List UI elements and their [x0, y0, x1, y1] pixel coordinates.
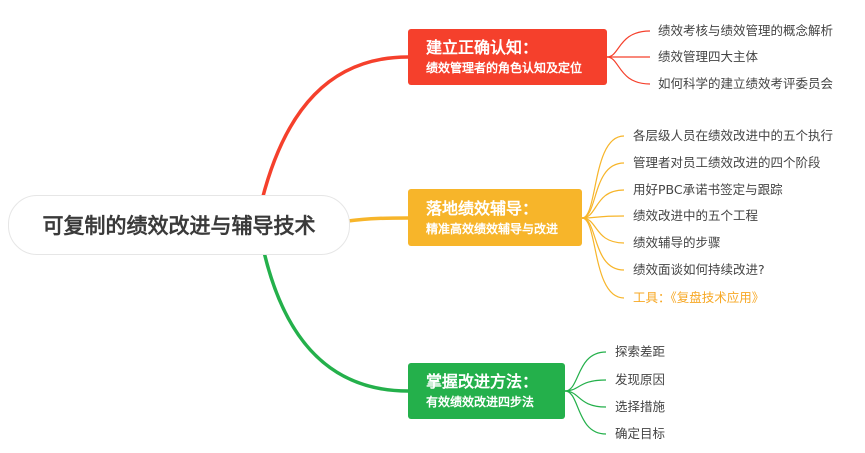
branch-node-correct-cognition[interactable]: 建立正确认知： 绩效管理者的角色认知及定位	[408, 29, 607, 85]
root-title: 可复制的绩效改进与辅导技术	[42, 214, 316, 238]
leaf-connectors-1	[606, 30, 651, 85]
leaf-node[interactable]: 绩效辅导的步骤	[633, 235, 721, 250]
leaf-node[interactable]: 绩效管理四大主体	[658, 49, 759, 64]
branch-subtitle: 精准高效绩效辅导与改进	[426, 221, 559, 236]
branch-title: 建立正确认知：	[426, 38, 539, 57]
branch-title: 掌握改进方法：	[426, 372, 539, 391]
leaf-node[interactable]: 绩效面谈如何持续改进?	[633, 262, 765, 277]
branch-subtitle: 有效绩效改进四步法	[426, 395, 535, 409]
branch-title: 落地绩效辅导：	[426, 198, 539, 218]
leaf-node[interactable]: 管理者对员工绩效改进的四个阶段	[633, 155, 821, 170]
leaf-node[interactable]: 探索差距	[615, 344, 666, 359]
leaf-connectors-3	[564, 351, 607, 435]
leaf-node[interactable]: 发现原因	[615, 372, 666, 387]
leaf-node[interactable]: 各层级人员在绩效改进中的五个执行	[633, 128, 834, 143]
leaf-node[interactable]: 如何科学的建立绩效考评委员会	[658, 76, 834, 91]
leaf-node[interactable]: 绩效改进中的五个工程	[633, 208, 759, 223]
root-node[interactable]: 可复制的绩效改进与辅导技术	[8, 195, 350, 255]
branch-node-coaching[interactable]: 落地绩效辅导： 精准高效绩效辅导与改进	[408, 189, 582, 246]
leaf-connectors-2	[581, 135, 625, 299]
branch-connector-2	[347, 216, 409, 223]
branch-connector-3	[262, 251, 409, 393]
branch-node-methods[interactable]: 掌握改进方法： 有效绩效改进四步法	[408, 363, 565, 419]
leaf-node[interactable]: 绩效考核与绩效管理的概念解析	[658, 23, 834, 38]
branch-connector-1	[260, 55, 409, 201]
leaf-node[interactable]: 选择措施	[615, 399, 666, 414]
leaf-node-tool[interactable]: 工具：《复盘技术应用》	[633, 290, 765, 305]
leaf-node[interactable]: 用好PBC承诺书签定与跟踪	[633, 182, 783, 197]
leaf-node[interactable]: 确定目标	[615, 426, 666, 441]
branch-subtitle: 绩效管理者的角色认知及定位	[426, 61, 583, 75]
